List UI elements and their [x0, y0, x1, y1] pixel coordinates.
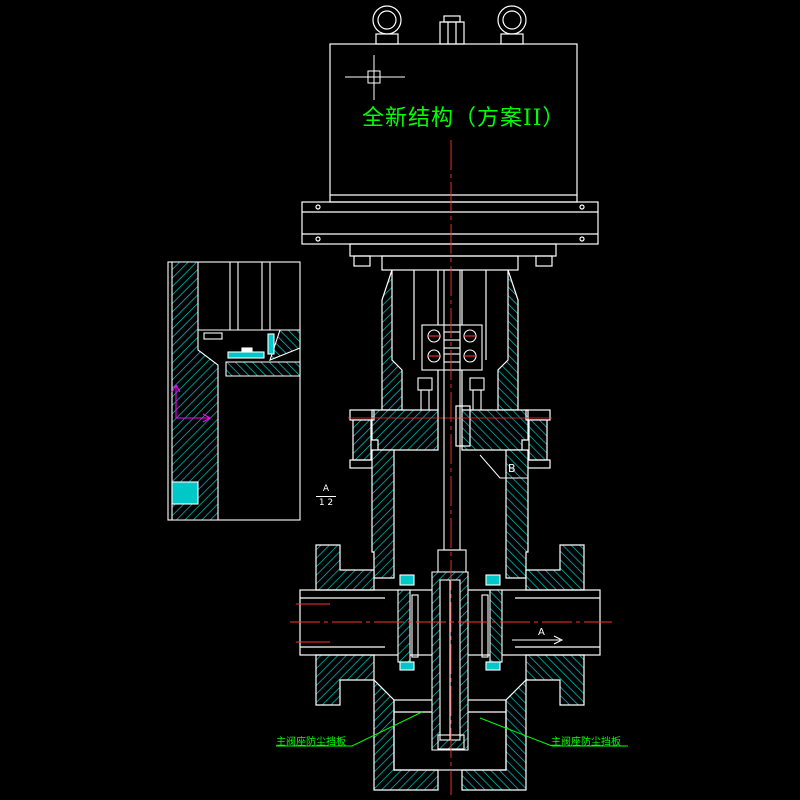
note-dust-guard-left: 主阀座防尘挡板: [276, 737, 346, 748]
detail-ref-bottom: 1 2: [318, 498, 334, 508]
valve-seats: [397, 574, 503, 671]
flow-mark-a: A: [538, 627, 545, 638]
stem-coupling: [421, 324, 483, 371]
yoke: [381, 255, 519, 411]
actuator-housing: [301, 43, 599, 267]
lifting-eye-right: [497, 5, 527, 45]
detail-view: [167, 261, 301, 521]
bonnet-flange: [348, 405, 552, 469]
detail-scale-ref: A 1 2: [316, 484, 336, 509]
valve-body: [299, 449, 601, 791]
detail-ref-top: A: [322, 484, 330, 494]
leader-lines: [276, 454, 628, 747]
ucs-crosshair: [345, 55, 405, 100]
top-nut: [439, 15, 465, 45]
stem-and-gate: [431, 269, 469, 751]
section-mark-b: B: [508, 462, 516, 475]
centerlines: [290, 140, 612, 795]
note-dust-guard-right: 主阀座防尘挡板: [551, 737, 621, 748]
lifting-eye-left: [372, 5, 402, 45]
drawing-title: 全新结构（方案II）: [362, 106, 566, 131]
